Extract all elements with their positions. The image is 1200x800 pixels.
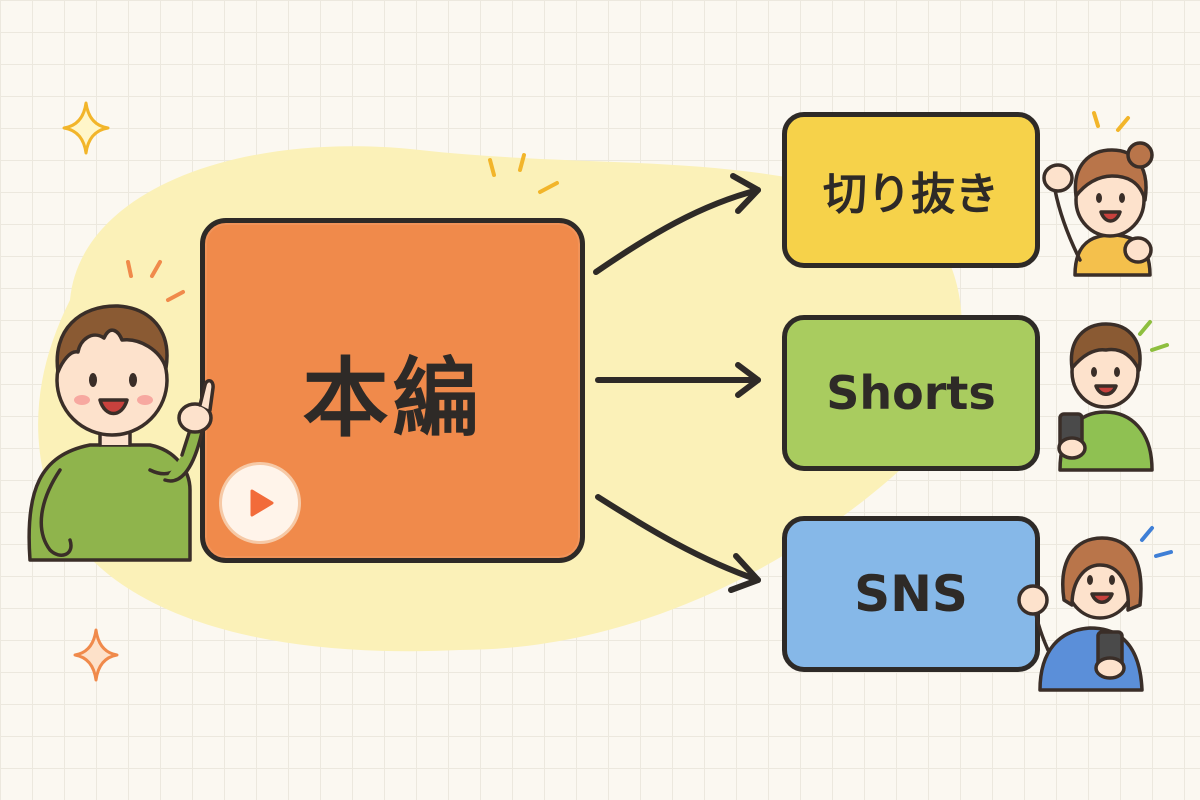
source-label: 本編 (302, 349, 483, 449)
viewer-illustration-2 (1057, 322, 1154, 472)
target-label: SNS (854, 565, 968, 623)
emphasis-lines (126, 260, 185, 302)
arrow-to-sns (595, 494, 761, 593)
presenter-illustration (27, 304, 215, 562)
arrow-to-kirinuki (593, 173, 761, 275)
viewer-illustration-1 (1042, 141, 1154, 277)
play-button (222, 465, 298, 541)
emphasis-lines (1140, 526, 1173, 558)
emphasis-lines (488, 153, 559, 194)
sparkle-icon (62, 101, 110, 155)
target-box-shorts: Shorts (782, 315, 1040, 471)
emphasis-lines (1092, 111, 1130, 132)
target-box-sns: SNS (782, 516, 1040, 672)
target-box-kirinuki: 切り抜き (782, 112, 1040, 268)
viewer-illustration-3 (1017, 536, 1144, 692)
sparkle-icon (73, 628, 119, 682)
target-label: 切り抜き (823, 169, 999, 220)
arrow-to-shorts (595, 362, 761, 398)
play-icon (250, 489, 274, 517)
target-label: Shorts (826, 366, 996, 420)
emphasis-lines (1138, 320, 1169, 352)
source-box: 本編 (200, 218, 585, 563)
